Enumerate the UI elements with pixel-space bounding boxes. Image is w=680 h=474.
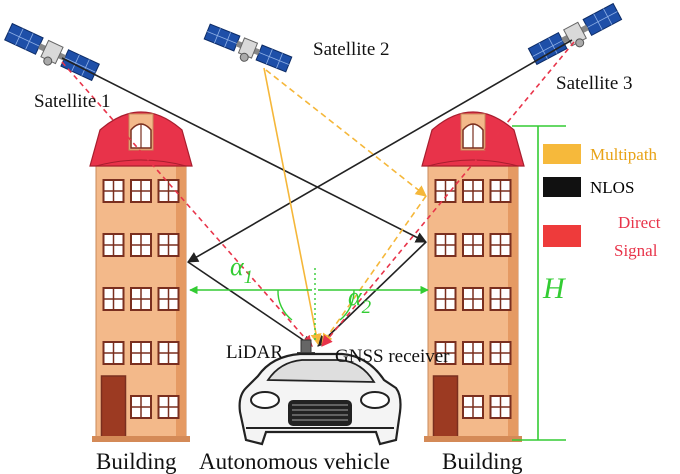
direct-path-sat1 [61,61,313,347]
building-right [421,111,525,442]
direct-path-sat3 [321,41,575,347]
alpha-1-label: α1 [230,252,253,288]
legend-swatch-multipath [543,144,581,164]
multipath-path-sat2-incident [265,69,427,197]
building-right-label: Building [442,449,523,474]
nlos-path-sat1-reflected [317,241,427,347]
building-left [89,111,193,442]
angle-markers [189,268,429,340]
legend-label-direct-line1: Direct [618,213,661,232]
legend: Multipath NLOS Direct Signal [543,144,661,260]
satellite-2-icon [203,23,293,73]
legend-label-nlos: NLOS [590,178,634,197]
nlos-path-sat3-reflected [187,261,313,347]
alpha-1-subscript: 1 [244,267,254,288]
satellite-2-label: Satellite 2 [313,39,390,60]
legend-swatch-nlos [543,177,581,197]
alpha-2-subscript: 2 [362,297,372,318]
multipath-path-sat2-direct [263,67,322,346]
gnss-receiver-label: GNSS receiver [335,346,450,367]
alpha-2-label: α2 [348,282,372,318]
satellite-3-icon [527,2,623,66]
satellite-1-label: Satellite 1 [34,91,111,112]
nlos-path-sat3-incident [187,39,573,263]
legend-label-multipath: Multipath [590,145,658,164]
autonomous-vehicle-icon [238,339,402,446]
satellite-3-label: Satellite 3 [556,73,633,94]
legend-swatch-direct [543,225,581,247]
height-label: H [542,272,567,305]
vehicle-label: Autonomous vehicle [199,449,390,474]
legend-label-direct-line2: Signal [614,241,658,260]
height-marker [512,125,566,441]
lidar-sensor-icon [300,339,312,355]
angle-arc-2 [339,289,355,321]
multipath-path-sat2-reflected [321,195,427,345]
lidar-label: LiDAR [226,342,283,363]
nlos-path-sat1-incident [61,57,427,243]
angle-arc-1 [277,289,293,321]
signal-paths [61,39,575,347]
satellite-1-icon [4,22,100,82]
alpha-2-symbol: α [348,282,363,311]
building-left-label: Building [96,449,177,474]
alpha-1-symbol: α [230,252,245,281]
